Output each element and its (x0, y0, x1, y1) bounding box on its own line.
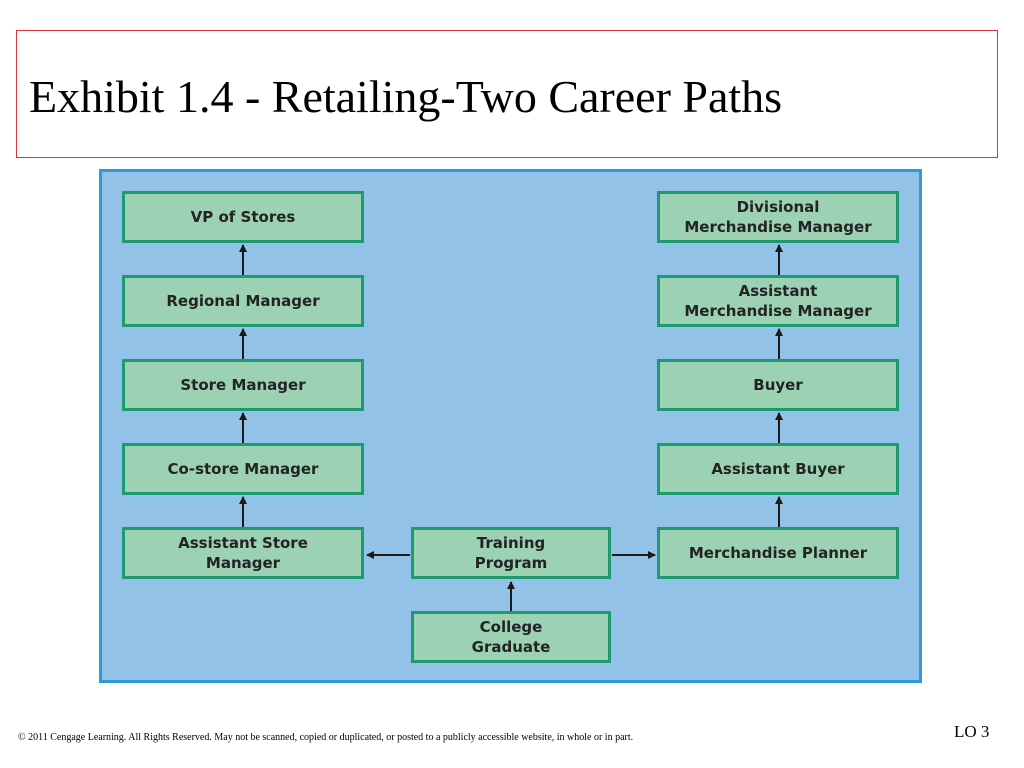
node-regional-manager: Regional Manager (122, 275, 364, 327)
node-college-graduate: College Graduate (411, 611, 611, 663)
learning-objective-label: LO 3 (954, 722, 990, 741)
career-paths-diagram: VP of Stores Regional Manager Store Mana… (99, 169, 922, 683)
node-assistant-buyer: Assistant Buyer (657, 443, 899, 495)
node-vp-of-stores: VP of Stores (122, 191, 364, 243)
node-divisional-merchandise-manager: Divisional Merchandise Manager (657, 191, 899, 243)
slide-title: Exhibit 1.4 - Retailing-Two Career Paths (29, 71, 783, 122)
connector-arrows (239, 244, 783, 613)
node-co-store-manager: Co-store Manager (122, 443, 364, 495)
node-buyer: Buyer (657, 359, 899, 411)
node-merchandise-planner: Merchandise Planner (657, 527, 899, 579)
copyright-notice: © 2011 Cengage Learning. All Rights Rese… (18, 732, 634, 743)
title-frame: Exhibit 1.4 - Retailing-Two Career Paths (16, 30, 998, 158)
node-assistant-store-manager: Assistant Store Manager (122, 527, 364, 579)
node-training-program: Training Program (411, 527, 611, 579)
node-store-manager: Store Manager (122, 359, 364, 411)
node-assistant-merchandise-manager: Assistant Merchandise Manager (657, 275, 899, 327)
